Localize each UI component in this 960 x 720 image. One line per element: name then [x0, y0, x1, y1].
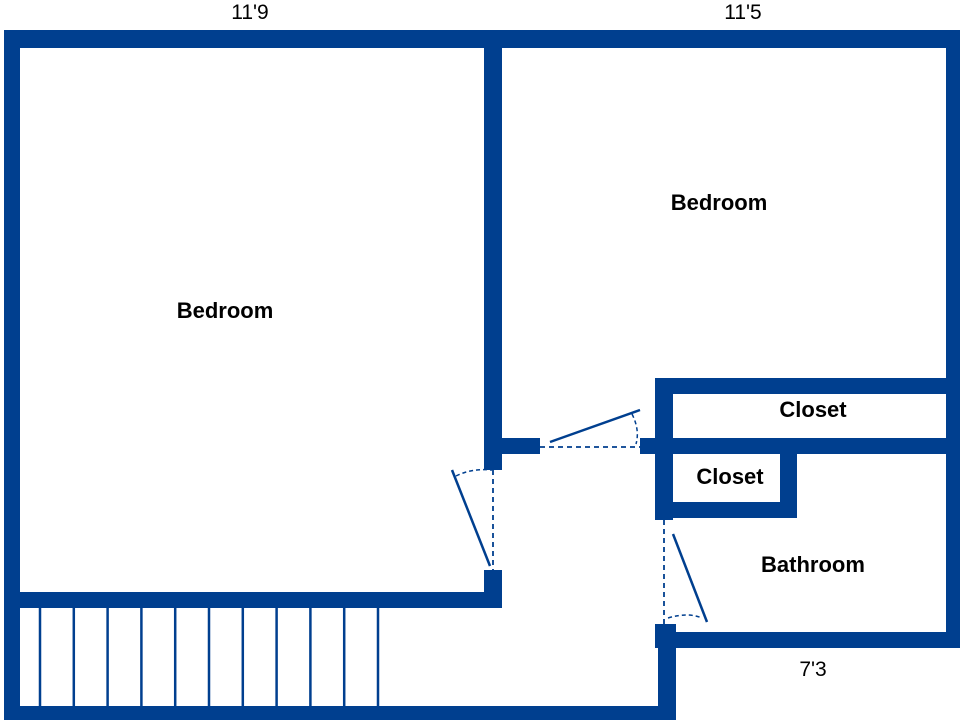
- wall-left: [4, 30, 20, 720]
- wall-bedroom-right-bottom-left: [484, 438, 540, 454]
- wall-right: [946, 30, 960, 648]
- room-label-bedroom-left: Bedroom: [177, 298, 274, 323]
- wall-bathroom-door-jamb: [655, 624, 676, 648]
- wall-divider-upper: [484, 30, 502, 470]
- staircase: [38, 608, 380, 706]
- room-label-closet-lower: Closet: [696, 464, 764, 489]
- room-label-closet-upper: Closet: [779, 397, 847, 422]
- wall-closet-upper-top: [655, 378, 960, 394]
- dimension-label-bathroom-bottom: 7'3: [799, 658, 826, 681]
- door-bedroom-right: [540, 408, 641, 448]
- dimension-label-top-right: 11'5: [724, 1, 762, 24]
- dimension-label-top-left: 11'9: [231, 1, 269, 24]
- wall-divider-lower: [484, 570, 502, 608]
- wall-closet-lower-right: [780, 438, 797, 518]
- room-label-bathroom: Bathroom: [761, 552, 865, 577]
- wall-closet-left: [655, 378, 673, 520]
- wall-bedroom-right-bottom-right: [640, 438, 960, 454]
- room-label-bedroom-right: Bedroom: [671, 190, 768, 215]
- wall-top: [4, 30, 960, 48]
- door-bathroom: [663, 520, 709, 624]
- wall-bedroom-left-bottom: [4, 592, 502, 608]
- door-bedroom-left: [450, 468, 494, 570]
- wall-bathroom-bottom: [658, 632, 960, 648]
- wall-closet-lower-bottom: [655, 502, 797, 518]
- wall-bottom: [4, 706, 676, 720]
